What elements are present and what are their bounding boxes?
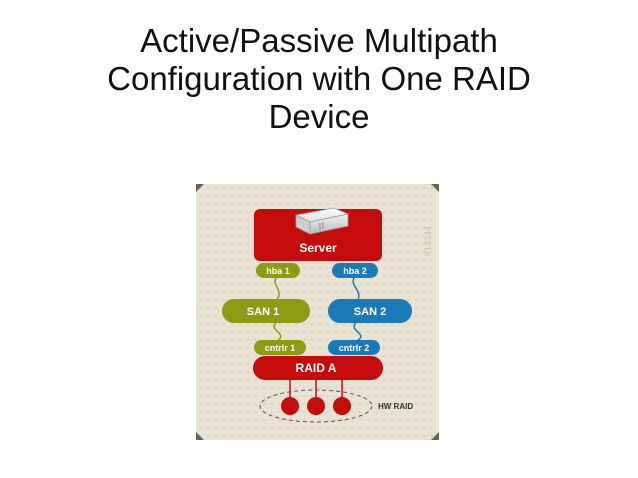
hba1-label: hba 1 [266, 266, 290, 276]
disk-3 [333, 397, 351, 415]
multipath-diagram: #14344 Server hba 1 hba 2 SAN 1 SAN 2 cn… [196, 184, 439, 440]
hw-raid-group [259, 389, 373, 423]
disk-1 [281, 397, 299, 415]
slide-title-line-1: Active/Passive Multipath [140, 22, 498, 59]
server-icon [294, 207, 350, 235]
hba2-label: hba 2 [343, 266, 367, 276]
ctrl1-pill [254, 340, 306, 355]
server-label: Server [299, 241, 337, 255]
path-san2-ctrl2 [353, 322, 362, 341]
disk-2 [307, 397, 325, 415]
ctrl1-label: cntrlr 1 [265, 343, 296, 353]
corner-accent-bottom-left [196, 432, 204, 440]
san1-label: SAN 1 [247, 306, 279, 318]
hba1-pill [256, 263, 300, 278]
corner-accent-top-right [431, 184, 439, 192]
slide-title: Active/Passive Multipath Configuration w… [0, 22, 638, 136]
slide-title-line-3: Device [268, 98, 370, 135]
corner-accent-top-left [196, 184, 204, 192]
san2-pill [328, 299, 412, 323]
watermark-text: #14344 [423, 226, 433, 256]
san2-label: SAN 2 [354, 306, 386, 318]
server-block [254, 209, 382, 261]
corner-accent-bottom-right [431, 432, 439, 440]
hw-raid-label: HW RAID [378, 402, 413, 411]
raid-bar [253, 356, 383, 380]
path-san1-ctrl1 [273, 322, 282, 341]
slide-title-line-2: Configuration with One RAID [107, 60, 531, 97]
ctrl2-pill [328, 340, 380, 355]
hba2-pill [332, 263, 378, 278]
san1-pill [222, 299, 310, 323]
ctrl2-label: cntrlr 2 [339, 343, 370, 353]
raid-label: RAID A [296, 361, 337, 375]
